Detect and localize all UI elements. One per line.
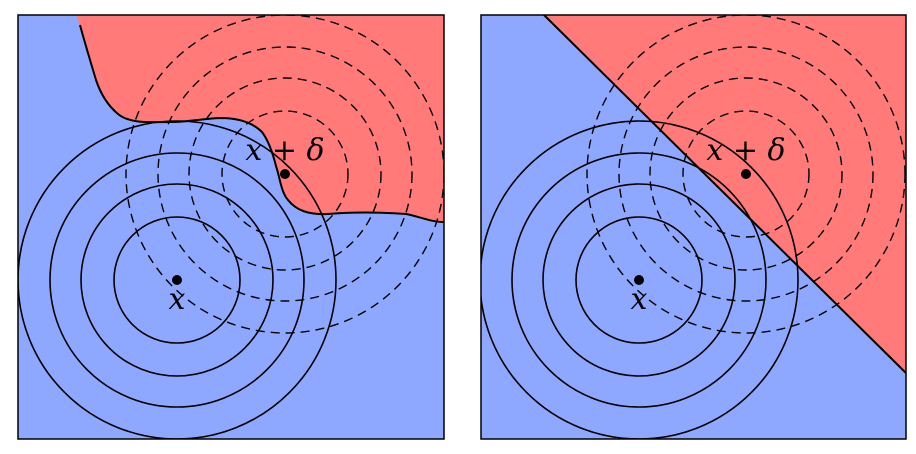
dashed-ring	[586, 15, 906, 334]
dashed-rings-right	[586, 15, 906, 334]
solid-ring	[49, 152, 305, 408]
label-x-delta-right: x + δ	[706, 133, 785, 168]
decision-boundary-right	[543, 15, 906, 374]
solid-ring	[80, 183, 274, 377]
dashed-ring	[188, 77, 382, 271]
point-x-delta-right	[741, 169, 751, 179]
solid-rings-left	[18, 120, 337, 439]
solid-ring	[575, 216, 703, 344]
point-x-delta-left	[280, 169, 290, 179]
solid-ring	[18, 120, 337, 439]
point-x-left	[172, 275, 182, 285]
label-x-left: x	[169, 282, 186, 317]
label-x-right: x	[631, 282, 648, 317]
panel-right-frame	[480, 14, 907, 440]
dashed-ring	[125, 15, 444, 334]
panel-left	[18, 15, 444, 439]
panel-left-frame	[17, 14, 445, 440]
dashed-ring	[649, 77, 843, 271]
solid-ring	[113, 216, 241, 344]
dashed-ring	[157, 46, 413, 302]
dashed-ring	[221, 110, 349, 238]
decision-boundary-left	[79, 24, 444, 223]
dashed-rings-left	[125, 15, 444, 334]
dashed-ring	[682, 110, 810, 238]
dashed-ring	[618, 46, 874, 302]
solid-ring	[542, 183, 736, 377]
solid-rings-right	[481, 120, 799, 439]
panel-right	[481, 15, 906, 439]
point-x-right	[634, 275, 644, 285]
solid-ring	[511, 152, 767, 408]
label-x-delta-left: x + δ	[245, 133, 324, 168]
solid-ring	[481, 120, 799, 439]
